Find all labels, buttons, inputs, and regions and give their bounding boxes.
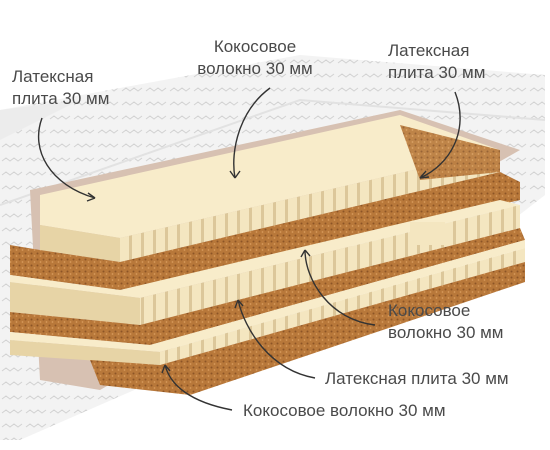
arrow-coconut-middle [304,249,376,326]
arrow-latex-bottom [237,299,316,379]
arrow-coconut-top [233,87,271,179]
label-latex-bottom: Латексная плита 30 мм [325,369,509,388]
label-coconut-middle: Кокосовое волокно 30 мм [388,301,504,342]
label-coconut-top: Кокосовое волокно 30 мм [197,37,313,78]
latex-layer-bottom [10,240,525,365]
coconut-layer-bottom [90,262,525,395]
label-latex-top-right: Латексная плита 30 мм [388,41,486,82]
leader-arrows [37,87,461,411]
label-latex-top-left: Латексная плита 30 мм [12,67,110,108]
latex-layer-top [40,115,500,262]
arrow-latex-top-right [419,91,461,179]
latex-layer-middle [10,200,520,325]
arrow-coconut-bottom [164,364,233,411]
arrow-latex-top-left [37,117,96,199]
label-coconut-bottom: Кокосовое волокно 30 мм [243,401,446,420]
coconut-layer-middle [10,228,525,345]
